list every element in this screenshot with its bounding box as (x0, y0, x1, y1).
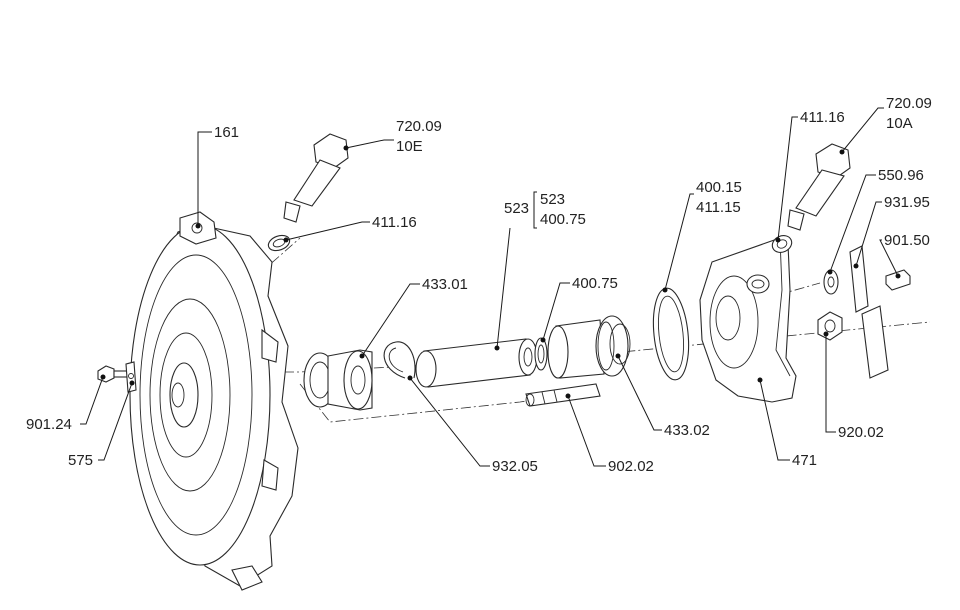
callout-901-50: 901.50 (884, 232, 930, 249)
callout-411-15: 411.15 (696, 199, 741, 216)
callout-433-01: 433.01 (422, 276, 468, 293)
callout-400-75: 400.75 (572, 275, 618, 292)
callout-411-16-right: 411.16 (800, 109, 845, 126)
lock-plate-931-95 (849, 245, 889, 379)
mechanical-seal-433-01 (303, 349, 373, 411)
callout-901-24: 901.24 (26, 416, 72, 433)
callout-720-09-10e-size: 10E (396, 138, 423, 155)
callout-523-sub-523: 523 (540, 191, 565, 208)
seal-cover-471 (699, 237, 797, 403)
callout-471: 471 (792, 452, 817, 469)
screw-plug-720-09-10a (787, 143, 851, 231)
mechanical-seal-433-02 (547, 315, 631, 379)
shaft-sleeve-523 (415, 338, 538, 388)
callout-932-05: 932.05 (492, 458, 538, 475)
joint-ring-411-16-left (267, 234, 291, 252)
leader-lines (80, 107, 901, 467)
callout-550-96: 550.96 (878, 167, 924, 184)
callout-411-16-left: 411.16 (372, 214, 417, 231)
callout-902-02: 902.02 (608, 458, 654, 475)
gasket-400-75 (534, 337, 548, 371)
callout-931-95: 931.95 (884, 194, 930, 211)
callout-523-sub-400-75: 400.75 (540, 211, 586, 228)
callout-575: 575 (68, 452, 93, 469)
callout-523: 523 (504, 200, 529, 217)
bolt-901-50 (885, 269, 911, 291)
cover-flange-161 (129, 211, 299, 591)
callout-720-09-10e-number: 720.09 (396, 118, 442, 135)
stud-902-02 (525, 383, 601, 407)
callout-labels: 161 720.09 10E 411.16 523 523 400.75 433… (26, 95, 932, 475)
callout-161: 161 (214, 124, 239, 141)
callout-433-02: 433.02 (664, 422, 710, 439)
nut-920-02 (817, 311, 843, 341)
screw-plug-720-09-10e (283, 133, 349, 223)
callout-720-09-10a-size: 10A (886, 115, 913, 132)
washer-575 (125, 361, 137, 393)
gasket-ring-400-15 (652, 287, 690, 381)
circlip-932-05 (383, 341, 416, 379)
callout-920-02: 920.02 (838, 424, 884, 441)
bolt-901-24 (97, 365, 131, 383)
callout-720-09-10a-number: 720.09 (886, 95, 932, 112)
callout-400-15: 400.15 (696, 179, 742, 196)
